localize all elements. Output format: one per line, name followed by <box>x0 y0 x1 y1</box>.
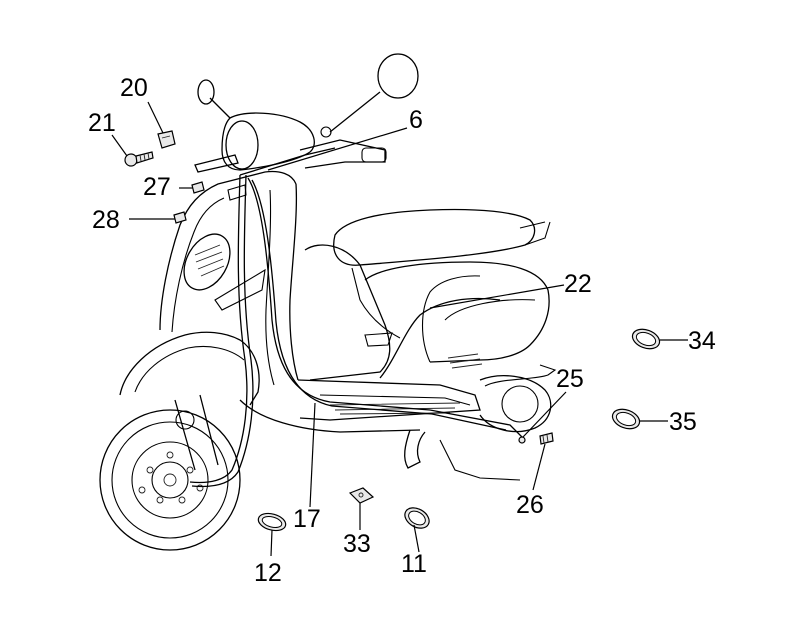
label-34: 34 <box>688 327 716 355</box>
part-25-washer <box>518 436 526 444</box>
label-28: 28 <box>92 206 120 234</box>
part-21-screw <box>124 151 154 167</box>
label-20: 20 <box>120 74 148 102</box>
label-6: 6 <box>409 106 423 134</box>
label-22: 22 <box>564 270 592 298</box>
front-wheel <box>99 409 241 551</box>
part-28-clip <box>173 211 187 224</box>
part-27-clip <box>191 181 205 194</box>
part-34-hose-clamp <box>631 328 661 350</box>
label-11: 11 <box>401 550 427 578</box>
label-25: 25 <box>556 365 584 393</box>
part-20-clip <box>157 130 176 149</box>
cable-routing <box>189 147 526 488</box>
leader-lines <box>111 101 688 557</box>
label-26: 26 <box>516 491 544 519</box>
part-11-hose-clamp <box>404 507 430 529</box>
label-21: 21 <box>88 109 116 137</box>
label-17: 17 <box>293 505 321 533</box>
part-35-hose-clamp <box>611 408 641 430</box>
label-27: 27 <box>143 173 171 201</box>
part-number-labels: 20 21 6 27 28 22 34 25 35 26 17 33 11 12 <box>88 74 716 587</box>
label-12: 12 <box>254 559 282 587</box>
part-33-clip <box>348 487 375 504</box>
scooter-outline <box>119 53 557 481</box>
part-12-hose-clamp <box>257 512 287 532</box>
label-35: 35 <box>669 408 697 436</box>
part-26-bolt <box>539 432 554 445</box>
label-33: 33 <box>343 530 371 558</box>
